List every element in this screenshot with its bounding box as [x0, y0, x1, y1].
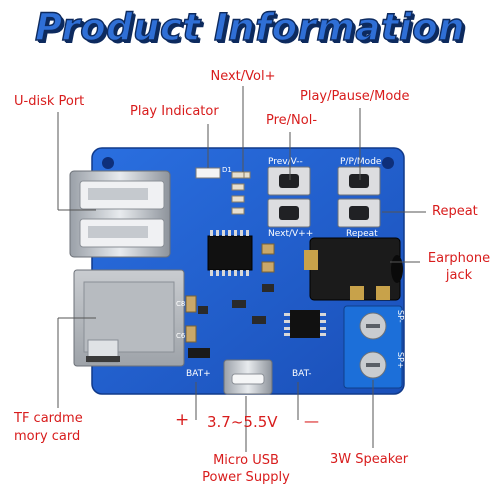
- button-prev: [267, 166, 311, 196]
- play-indicator-led: [195, 167, 221, 179]
- label-micro-usb-line1: Micro USB: [213, 453, 279, 468]
- label-tf-card-line2: mory card: [14, 429, 81, 444]
- main-ic: [207, 230, 253, 276]
- passive-components: [185, 243, 275, 358]
- micro-usb-port: [223, 359, 273, 395]
- silk-ppmode: P/P/Mode: [340, 157, 382, 167]
- button-play-pause: [337, 166, 381, 196]
- label-repeat: Repeat: [432, 204, 478, 219]
- usb-a-port: [69, 170, 171, 258]
- label-play-indicator: Play Indicator: [130, 104, 219, 119]
- label-3w-speaker: 3W Speaker: [330, 452, 409, 467]
- screw-terminal: [343, 305, 403, 389]
- label-earphone-jack-line1: Earphone: [427, 251, 491, 266]
- power-voltage: 3.7~5.5V: [207, 413, 278, 431]
- power-plus-sign: +: [175, 410, 190, 430]
- label-tf-card-line1: TF cardme: [14, 411, 83, 426]
- silk-c6: C6: [176, 332, 186, 340]
- silk-prev: Prev/V--: [268, 157, 303, 167]
- label-earphone-jack-line2: jack: [445, 268, 473, 283]
- label-micro-usb-line2: Power Supply: [202, 470, 290, 485]
- silk-d1: D1: [222, 166, 232, 174]
- silk-bat-plus: BAT+: [186, 369, 211, 379]
- label-next-vol-plus: Next/Vol+: [210, 69, 276, 84]
- silk-bat-minus: BAT-: [292, 369, 312, 379]
- power-minus-sign: —: [304, 412, 319, 430]
- label-play-pause-mode: Play/Pause/Mode: [300, 89, 410, 104]
- silk-next: Next/V++: [268, 229, 313, 239]
- button-repeat: [337, 198, 381, 228]
- resistor-array: [231, 171, 251, 215]
- page-title: Product Information: [34, 5, 465, 49]
- earphone-jack: [304, 237, 403, 301]
- tf-card-slot: [73, 269, 185, 367]
- mounting-hole: [102, 157, 114, 169]
- silk-sp-minus: SP-: [396, 310, 405, 323]
- button-next: [267, 198, 311, 228]
- amplifier-ic: [284, 310, 326, 338]
- silk-repeat: Repeat: [346, 229, 378, 239]
- silk-sp-plus: SP+: [396, 352, 405, 369]
- silk-c8: C8: [176, 300, 185, 308]
- mounting-hole: [382, 157, 394, 169]
- label-u-disk-port: U-disk Port: [14, 94, 85, 109]
- label-pre-vol-minus: Pre/Nol-: [266, 113, 318, 128]
